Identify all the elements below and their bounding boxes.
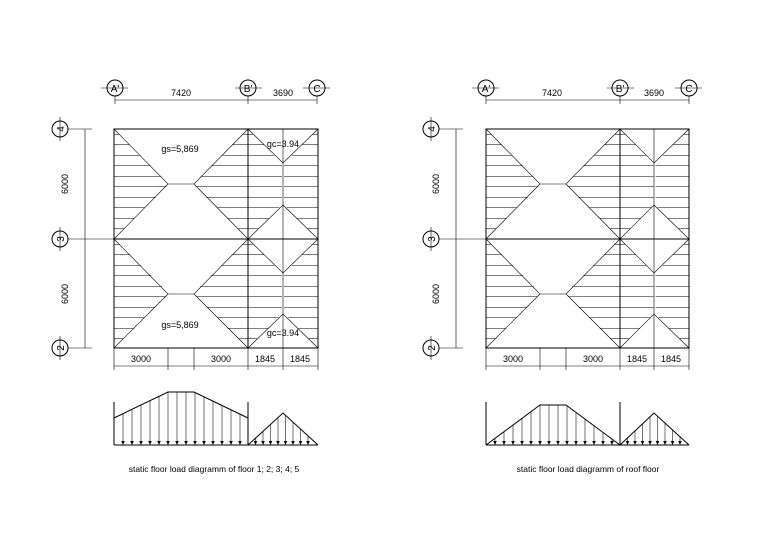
right-axis-b: B' [616,84,625,95]
right-load-diagram [485,402,690,446]
left-load-diagram [113,391,319,446]
left-dim-7420: 7420 [171,88,191,98]
left-gs-bottom: gs=5,869 [161,320,198,330]
left-side-dimension: 6000 6000 [60,128,114,349]
load-arrow-icon [166,441,170,445]
right-dim-7420: 7420 [542,88,562,98]
load-arrow-icon [633,441,637,445]
right-axis-3: 3 [427,236,438,242]
left-gc-bottom: gc=3.94 [267,328,299,338]
load-arrow-icon [565,441,569,445]
load-arrow-icon [574,441,578,445]
load-arrow-icon [211,441,215,445]
load-arrow-icon [229,441,233,445]
left-axis-3: 3 [56,236,67,242]
right-dim-6000-bottom: 6000 [431,284,441,304]
load-arrow-icon [261,441,265,445]
load-arrow-icon [184,441,188,445]
load-arrow-icon [148,441,152,445]
load-arrow-icon [238,441,242,445]
right-dim-6000-top: 6000 [431,174,441,194]
load-arrow-icon [193,441,197,445]
left-axis-bubbles-side: 4 3 2 [51,117,69,360]
right-axis-c: C [685,84,692,95]
left-axis-2: 2 [56,345,67,351]
left-caption: static floor load diagramm of floor 1; 2… [129,464,300,474]
load-arrow-icon [220,441,224,445]
load-arrow-icon [298,441,303,445]
load-arrow-icon [556,441,560,445]
left-dim-1845-a: 1845 [255,354,275,364]
left-dim-3000-a: 3000 [131,354,151,364]
load-arrow-icon [276,441,280,445]
left-floor-plan: A' B' C 7420 3690 4 3 2 [51,79,330,474]
right-axis-bubbles-top: A' B' C [472,79,702,97]
right-dim-1845-a: 1845 [627,354,647,364]
load-arrow-icon [583,441,587,445]
load-arrow-icon [648,441,652,445]
load-arrow-icon [202,441,206,445]
load-arrow-icon [502,441,506,445]
load-arrow-icon [283,441,288,445]
load-arrow-icon [601,441,605,445]
load-arrow-icon [130,441,134,445]
load-arrow-icon [678,441,682,445]
load-arrow-icon [529,441,533,445]
load-arrow-icon [291,441,295,445]
right-dim-3000-a: 3000 [503,354,523,364]
right-caption: static floor load diagramm of roof floor [517,464,660,474]
load-arrow-icon [157,441,161,445]
load-arrow-icon [610,441,614,445]
load-arrow-icon [547,441,551,445]
left-dim-6000-top: 6000 [60,174,70,194]
load-arrow-icon [493,441,497,445]
load-arrow-icon [139,441,143,445]
left-hatching [114,133,318,340]
load-arrow-icon [306,441,310,445]
right-dim-3000-b: 3000 [583,354,603,364]
left-dim-6000-bottom: 6000 [60,284,70,304]
right-axis-4: 4 [427,126,438,132]
load-arrow-icon [511,441,515,445]
left-dim-3690: 3690 [273,88,293,98]
left-axis-a: A' [111,84,120,95]
right-top-dimension: 7420 3690 [485,88,690,104]
left-gs-top: gs=5,869 [161,144,198,154]
left-top-dimension: 7420 3690 [114,88,318,104]
right-dim-3690: 3690 [644,88,664,98]
left-axis-4: 4 [56,126,67,132]
load-arrow-icon [538,441,542,445]
load-arrow-icon [253,441,258,445]
right-axis-a: A' [482,84,491,95]
load-arrow-icon [670,441,675,445]
load-arrow-icon [625,441,630,445]
right-axis-bubbles-side: 4 3 2 [422,117,440,360]
load-arrow-icon [592,441,596,445]
left-dim-1845-b: 1845 [290,354,310,364]
left-axis-c: C [313,84,320,95]
load-arrow-icon [520,441,524,445]
left-axis-bubbles-top: A' B' C [101,79,330,97]
load-arrow-icon [268,441,273,445]
right-axis-2: 2 [427,345,438,351]
load-arrow-icon [655,441,660,445]
right-floor-plan: A' B' C 7420 3690 4 3 2 [422,79,702,474]
load-arrow-icon [121,441,125,445]
left-axis-b: B' [244,84,253,95]
load-arrow-icon [640,441,645,445]
load-arrow-icon [175,441,179,445]
right-hatching [486,133,689,340]
load-arrow-icon [663,441,667,445]
right-slab [485,128,690,349]
left-gc-top: gc=3.94 [267,139,299,149]
left-slab [113,128,319,349]
right-bottom-dimension: 3000 3000 1845 1845 [485,348,690,370]
right-dim-1845-b: 1845 [661,354,681,364]
left-dim-3000-b: 3000 [211,354,231,364]
right-side-dimension: 6000 6000 [431,128,486,349]
left-bottom-dimension: 3000 3000 1845 1845 [113,348,319,370]
